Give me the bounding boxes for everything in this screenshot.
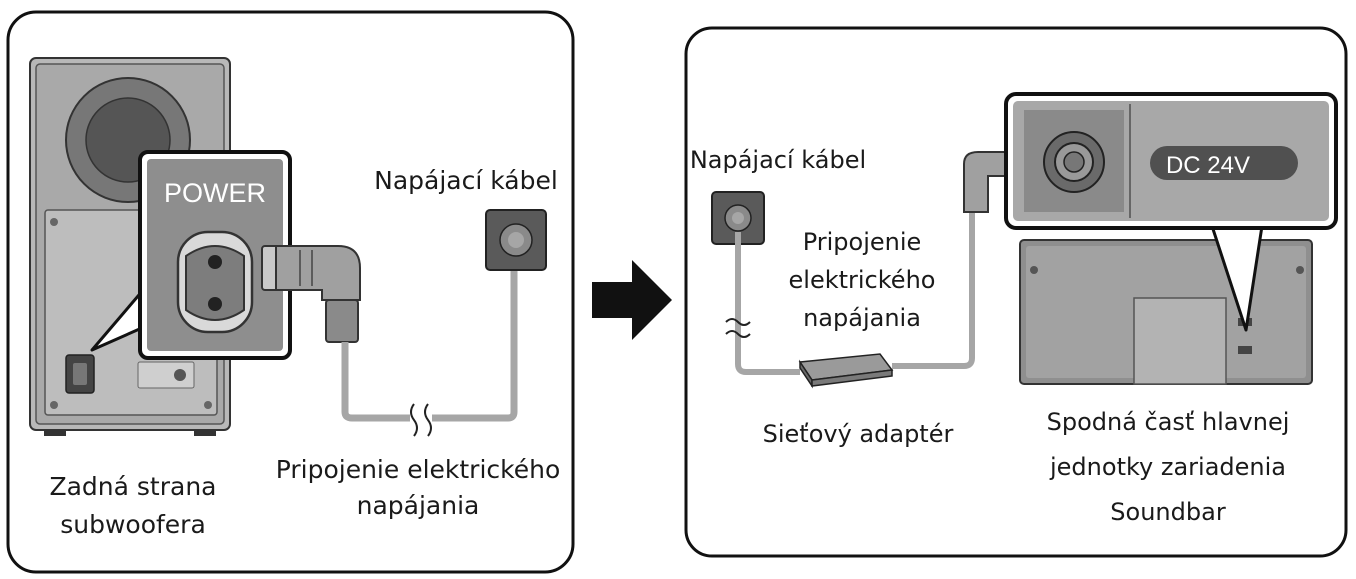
subwoofer-label-1: Zadná strana <box>49 472 216 501</box>
power-adapter <box>798 353 894 389</box>
right-connection-label-3: napájania <box>803 304 921 332</box>
right-connection-label-2: elektrického <box>789 266 936 294</box>
right-dc-cable <box>892 212 975 369</box>
right-ac-cable <box>735 232 800 375</box>
soundbar-bottom <box>1019 239 1313 385</box>
right-cable-label: Napájací kábel <box>690 146 866 174</box>
left-connection-label-2: napájania <box>357 491 480 520</box>
soundbar-label-2: jednotky zariadenia <box>1049 453 1286 481</box>
left-power-cable <box>341 266 518 422</box>
subwoofer-label-2: subwoofera <box>60 510 206 539</box>
left-cable-break-mark <box>410 403 432 437</box>
next-step-arrow <box>592 260 672 340</box>
left-wall-outlet <box>485 209 547 271</box>
left-cable-label: Napájací kábel <box>374 166 558 195</box>
adapter-label: Sieťový adaptér <box>763 420 954 448</box>
subwoofer-power-plug <box>261 245 361 343</box>
soundbar-label-1: Spodná časť hlavnej <box>1047 408 1290 436</box>
power-label: POWER <box>164 178 266 208</box>
dc-voltage-label: DC 24V <box>1166 152 1250 179</box>
dc-input-magnified: DC 24V <box>1004 92 1338 230</box>
ac-symbol <box>725 318 751 338</box>
right-wall-outlet <box>711 191 765 245</box>
left-connection-label-1: Pripojenie elektrického <box>276 455 561 484</box>
right-connection-label-1: Pripojenie <box>803 228 922 256</box>
soundbar-label-3: Soundbar <box>1110 498 1226 526</box>
